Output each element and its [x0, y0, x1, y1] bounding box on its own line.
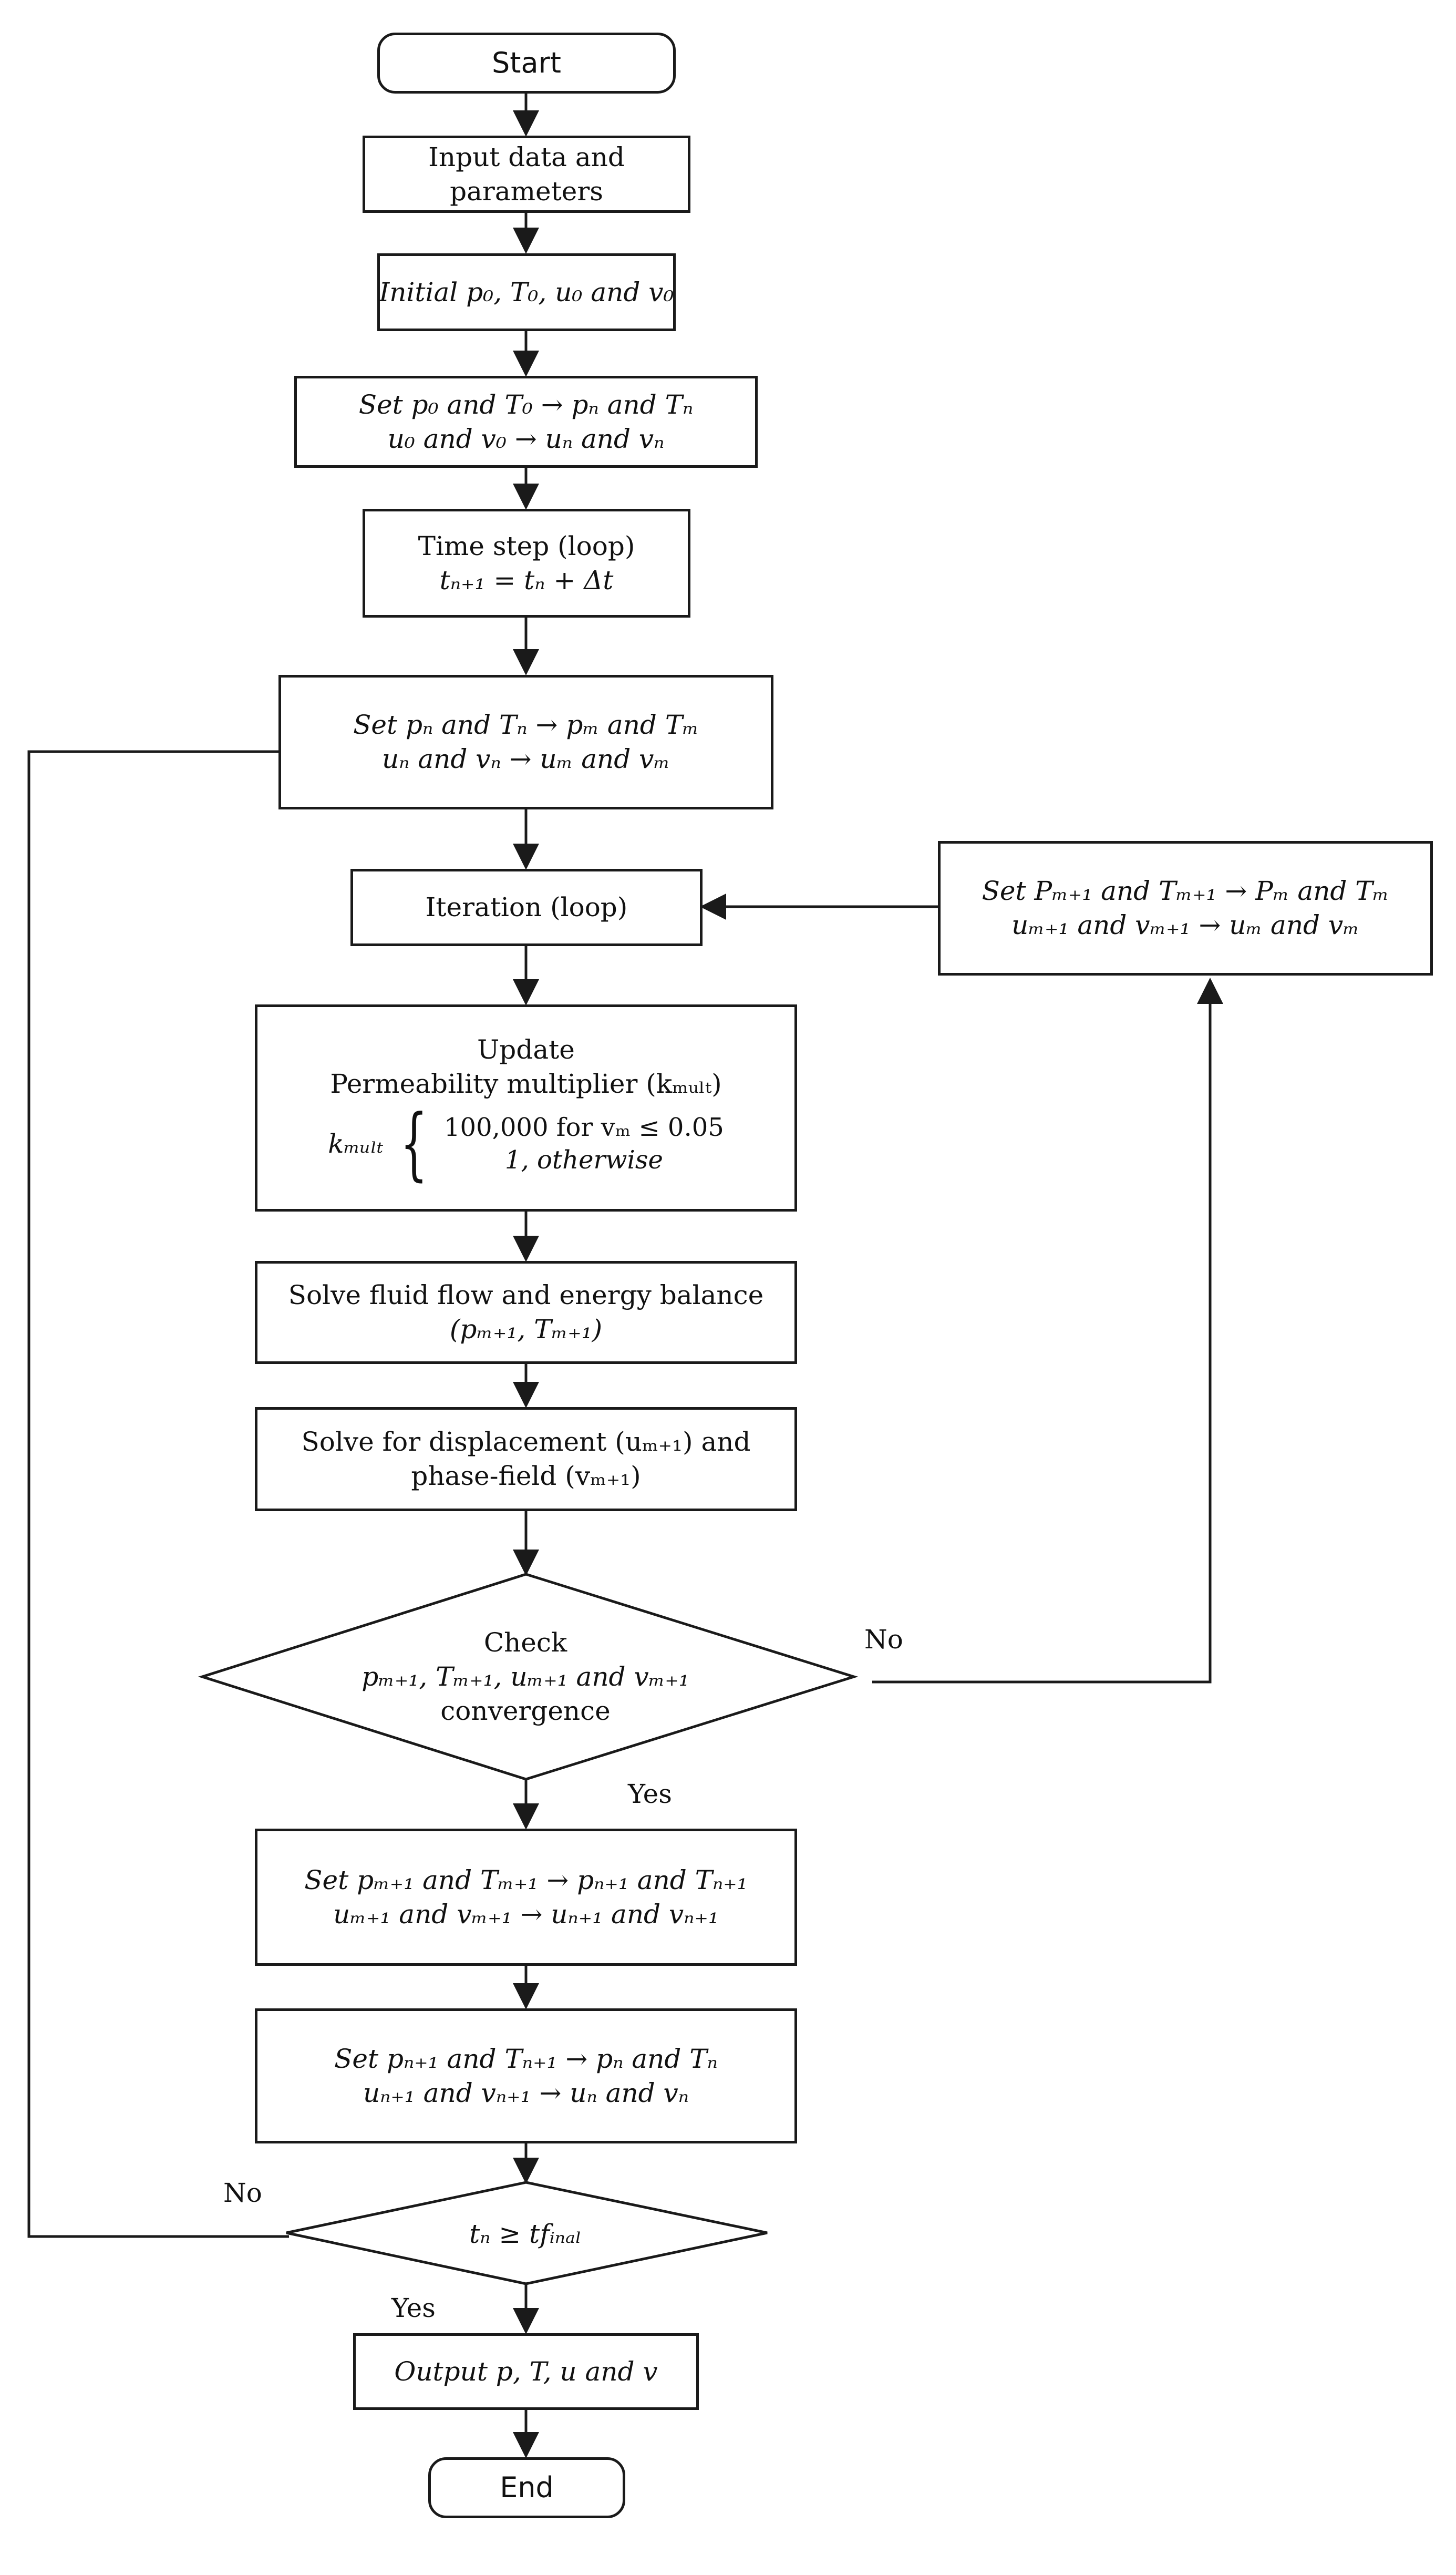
set-nm-line-2: uₙ and vₙ → uₘ and vₘ [381, 744, 670, 774]
kmult-definition: kₘᵤₗₜ { 100,000 for vₘ ≤ 0.05 1, otherwi… [328, 1104, 724, 1183]
solve-flow-line-1: Solve fluid flow and energy balance [288, 1280, 764, 1310]
timestep-line-2: tₙ₊₁ = tₙ + Δt [439, 565, 614, 596]
solve-displacement-box: Solve for displacement (uₘ₊₁) and phase-… [255, 1407, 797, 1511]
set-n1-to-n-box: Set pₙ₊₁ and Tₙ₊₁ → pₙ and Tₙ uₙ₊₁ and v… [255, 2008, 797, 2143]
set-m1n1-line-1: Set pₘ₊₁ and Tₘ₊₁ → pₙ₊₁ and Tₙ₊₁ [304, 1864, 748, 1895]
set-n1n-line-1: Set pₙ₊₁ and Tₙ₊₁ → pₙ and Tₙ [334, 2043, 718, 2074]
check-line-1: Check [483, 1627, 567, 1658]
set-m1n1-line-2: uₘ₊₁ and vₘ₊₁ → uₙ₊₁ and vₙ₊₁ [333, 1899, 719, 1930]
set-m1m-line-1: Set Pₘ₊₁ and Tₘ₊₁ → Pₘ and Tₘ [982, 876, 1389, 906]
final-no-label: No [223, 2178, 262, 2208]
left-brace-icon: { [400, 1098, 428, 1189]
check-line-2: pₘ₊₁, Tₘ₊₁, uₘ₊₁ and vₘ₊₁ [362, 1661, 689, 1692]
update-line-1: Update [477, 1034, 575, 1065]
arrow-check-no [872, 978, 1223, 1684]
final-diamond [286, 2181, 768, 2285]
iteration-box: Iteration (loop) [350, 869, 703, 946]
set-m1m-line-2: uₘ₊₁ and vₘ₊₁ → uₘ and vₘ [1011, 910, 1359, 940]
check-line-3: convergence [440, 1695, 611, 1726]
start-terminal: Start [377, 33, 676, 94]
set-nm-line-1: Set pₙ and Tₙ → pₘ and Tₘ [353, 710, 699, 740]
initial-values-box: Initial p₀, T₀, u₀ and v₀ [377, 253, 676, 331]
time-step-box: Time step (loop) tₙ₊₁ = tₙ + Δt [363, 509, 690, 618]
start-label: Start [492, 46, 561, 79]
solve-flow-line-2: (pₘ₊₁, Tₘ₊₁) [449, 1314, 603, 1345]
iteration-line-1: Iteration (loop) [425, 892, 628, 922]
final-check-line-1: tₙ ≥ tfᵢₙₐₗ [469, 2218, 582, 2249]
set-n-to-m-box: Set pₙ and Tₙ → pₘ and Tₘ uₙ and vₙ → uₘ… [278, 675, 773, 809]
kmult-case-2: 1, otherwise [504, 1145, 663, 1175]
kmult-cases: 100,000 for vₘ ≤ 0.05 1, otherwise [444, 1111, 724, 1177]
input-line-2: parameters [450, 176, 603, 207]
output-box: Output p, T, u and v [353, 2333, 699, 2410]
solve-flow-box: Solve fluid flow and energy balance (pₘ₊… [255, 1261, 797, 1364]
update-box: Update Permeability multiplier (kₘᵤₗₜ) k… [255, 1004, 797, 1212]
input-line-1: Input data and [428, 141, 625, 172]
final-time-check: tₙ ≥ tfᵢₙₐₗ [368, 2202, 683, 2265]
check-diamond [198, 1573, 859, 1781]
set-initial-line-2: u₀ and v₀ → uₙ and vₙ [387, 423, 665, 454]
end-label: End [500, 2470, 554, 2504]
kmult-symbol: kₘᵤₗₜ [328, 1128, 384, 1159]
arrow-final-no [27, 738, 305, 2238]
timestep-line-1: Time step (loop) [418, 530, 635, 561]
kmult-case-1: 100,000 for vₘ ≤ 0.05 [444, 1112, 724, 1142]
set-n1n-line-2: uₙ₊₁ and vₙ₊₁ → uₙ and vₙ [363, 2077, 689, 2108]
update-line-2: Permeability multiplier (kₘᵤₗₜ) [330, 1069, 722, 1099]
set-initial-box: Set p₀ and T₀ → pₙ and Tₙ u₀ and v₀ → uₙ… [294, 376, 758, 468]
final-yes-label: Yes [391, 2293, 436, 2323]
check-no-label: No [864, 1624, 903, 1655]
solve-disp-line-2: phase-field (vₘ₊₁) [411, 1461, 641, 1491]
set-m1-to-n1-box: Set pₘ₊₁ and Tₘ₊₁ → pₙ₊₁ and Tₙ₊₁ uₘ₊₁ a… [255, 1829, 797, 1966]
solve-disp-line-1: Solve for displacement (uₘ₊₁) and [301, 1427, 751, 1457]
check-yes-label: Yes [628, 1779, 672, 1809]
initial-line-1: Initial p₀, T₀, u₀ and v₀ [379, 276, 674, 307]
output-line-1: Output p, T, u and v [394, 2356, 658, 2387]
input-data-box: Input data and parameters [363, 136, 690, 213]
end-terminal: End [428, 2457, 625, 2518]
set-m1-to-m-box: Set Pₘ₊₁ and Tₘ₊₁ → Pₘ and Tₘ uₘ₊₁ and v… [938, 841, 1433, 976]
convergence-check: Check pₘ₊₁, Tₘ₊₁, uₘ₊₁ and vₘ₊₁ converge… [294, 1608, 757, 1745]
set-initial-line-1: Set p₀ and T₀ → pₙ and Tₙ [358, 389, 694, 420]
